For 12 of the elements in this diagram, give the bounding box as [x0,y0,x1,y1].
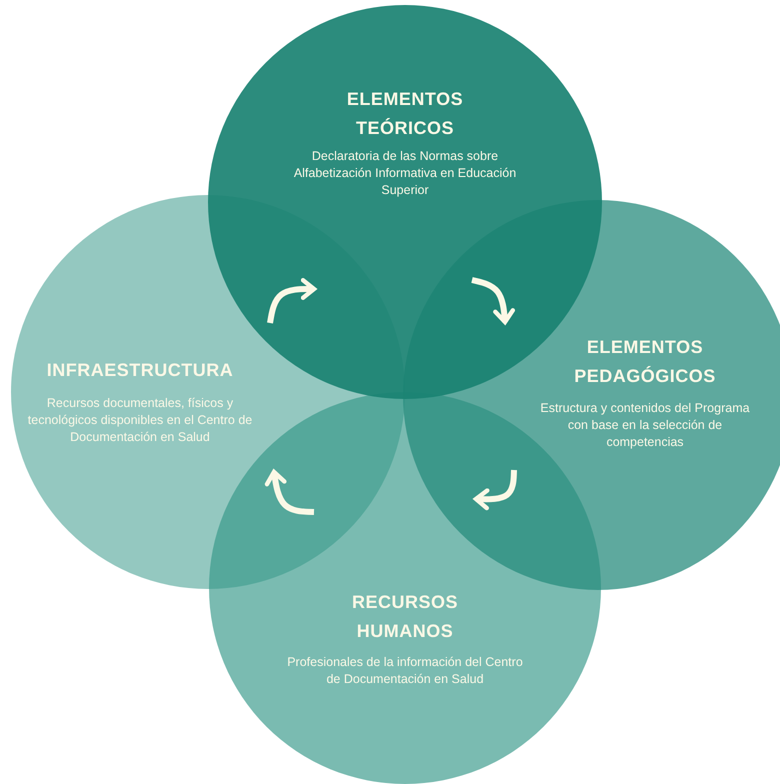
heading: RECURSOS HUMANOS [350,591,459,643]
heading: ELEMENTOS TEÓRICOS [346,88,464,140]
description: Profesionales de la información del Centro de Documentación en Salud [286,654,524,688]
heading: ELEMENTOS PEDAGÓGICOS [573,336,717,388]
description: Declaratoria de las Normas sobre Alfabetización Informativa en Educación Superior [292,148,518,199]
curved-arrow [471,277,516,324]
description: Estructura y contenidos del Programa con base en la selección de competencias [540,400,750,451]
heading: INFRAESTRUCTURA [46,359,234,382]
curved-arrow [264,470,314,515]
description: Recursos documentales, físicos y tecnológicos disponibles en el Centro de Documentación en Salud [26,395,254,446]
curved-arrow [474,470,517,510]
curved-arrow [267,278,316,324]
